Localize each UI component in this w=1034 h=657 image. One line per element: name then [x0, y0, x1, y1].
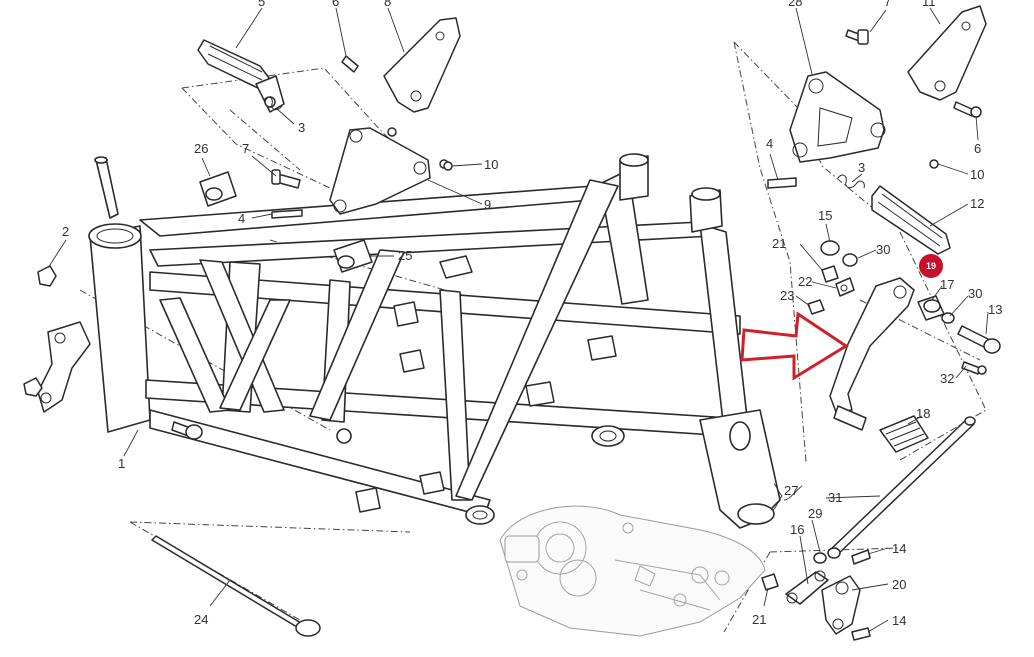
right-side-parts — [263, 5, 1001, 641]
label-17: 17 — [940, 277, 954, 292]
label-30-left: 30 — [876, 242, 890, 257]
label-30-right: 30 — [968, 286, 982, 301]
label-25: 25 — [398, 248, 412, 263]
highlight-arrow — [740, 311, 849, 381]
label-7-right: 7 — [884, 0, 891, 9]
part-labels: 1 2 3 3 4 4 5 6 6 7 7 8 9 10 10 11 12 13… — [62, 0, 1002, 628]
label-23: 23 — [780, 288, 794, 303]
label-3-right: 3 — [858, 160, 865, 175]
label-21-top: 21 — [772, 236, 786, 251]
label-14-bottom: 14 — [892, 613, 906, 628]
label-24: 24 — [194, 612, 208, 627]
label-9: 9 — [484, 197, 491, 212]
label-29: 29 — [808, 506, 822, 521]
label-10-left: 10 — [484, 157, 498, 172]
label-28: 28 — [788, 0, 802, 9]
label-18: 18 — [916, 406, 930, 421]
label-12: 12 — [970, 196, 984, 211]
engine-ghost — [499, 505, 766, 637]
label-10-right: 10 — [970, 167, 984, 182]
label-20: 20 — [892, 577, 906, 592]
arrow-icon — [740, 311, 849, 381]
label-26: 26 — [194, 141, 208, 156]
label-21-bottom: 21 — [752, 612, 766, 627]
label-4-right: 4 — [766, 136, 773, 151]
label-6-left: 6 — [332, 0, 339, 9]
label-13: 13 — [988, 302, 1002, 317]
trellis-frame — [37, 153, 781, 529]
label-5: 5 — [258, 0, 265, 9]
label-31: 31 — [828, 490, 842, 505]
label-14-top: 14 — [892, 541, 906, 556]
label-16: 16 — [790, 522, 804, 537]
label-1: 1 — [118, 456, 125, 471]
part-19-badge[interactable]: 19 — [919, 254, 943, 278]
label-2: 2 — [62, 224, 69, 239]
label-6-right: 6 — [974, 141, 981, 156]
label-7-left: 7 — [242, 141, 249, 156]
label-4-left: 4 — [238, 211, 245, 226]
label-22: 22 — [798, 274, 812, 289]
badge-number: 19 — [926, 261, 936, 271]
label-11: 11 — [922, 0, 936, 9]
label-32: 32 — [940, 371, 954, 386]
label-27: 27 — [784, 483, 798, 498]
label-8: 8 — [384, 0, 391, 9]
leader-lines — [47, 7, 989, 633]
left-small-parts — [23, 17, 461, 637]
label-15: 15 — [818, 208, 832, 223]
label-3-left: 3 — [298, 120, 305, 135]
